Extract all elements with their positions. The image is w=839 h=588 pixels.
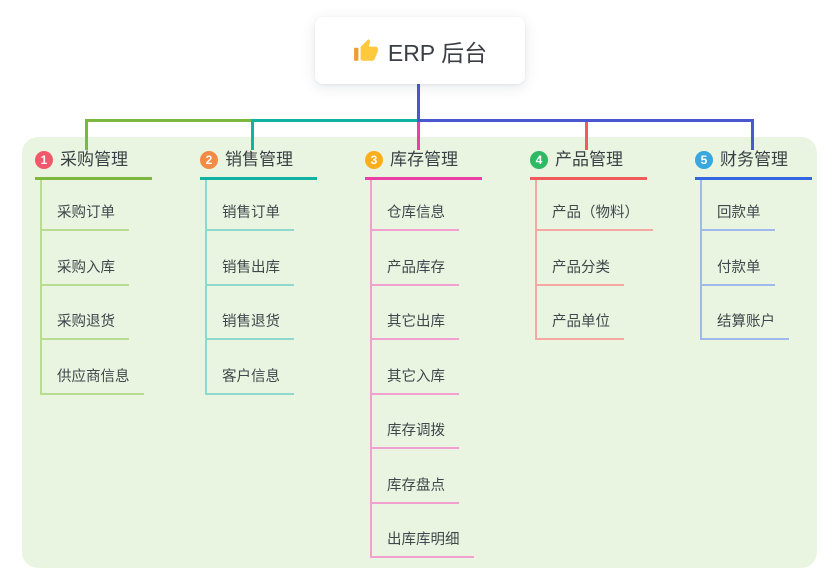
branch-label: 财务管理 — [720, 150, 788, 169]
child-label: 付款单 — [717, 259, 761, 276]
child-label: 产品分类 — [552, 259, 610, 276]
child-label: 销售退货 — [222, 314, 280, 330]
canvas-panel — [22, 137, 817, 568]
branch-label: 库存管理 — [390, 150, 458, 169]
child-node[interactable]: 供应商信息 — [40, 367, 144, 395]
child-node[interactable]: 回款单 — [700, 203, 775, 231]
child-node[interactable]: 销售订单 — [205, 203, 294, 231]
child-node[interactable]: 出库库明细 — [370, 530, 474, 558]
child-node[interactable]: 客户信息 — [205, 367, 294, 395]
child-node[interactable]: 产品分类 — [535, 258, 624, 286]
child-node[interactable]: 付款单 — [700, 258, 775, 286]
child-node[interactable]: 产品库存 — [370, 258, 459, 286]
child-label: 销售订单 — [222, 205, 280, 221]
child-node[interactable]: 采购订单 — [40, 203, 129, 231]
child-node[interactable]: 采购退货 — [40, 312, 129, 340]
child-label: 库存调拨 — [387, 423, 445, 439]
branch-node[interactable]: 3 库存管理 — [365, 149, 482, 180]
child-label: 客户信息 — [222, 368, 280, 385]
root-stem-line — [417, 84, 420, 122]
branch-trunk-line — [700, 178, 702, 340]
child-label: 供应商信息 — [57, 368, 130, 385]
child-node[interactable]: 其它出库 — [370, 312, 459, 340]
child-label: 采购退货 — [57, 314, 115, 330]
child-label: 销售出库 — [222, 259, 280, 276]
branch-trunk-line — [370, 178, 372, 558]
child-node[interactable]: 销售退货 — [205, 312, 294, 340]
connector-segment-green — [85, 119, 253, 122]
branch-number-badge: 1 — [35, 151, 53, 169]
child-label: 仓库信息 — [387, 205, 445, 221]
child-node[interactable]: 仓库信息 — [370, 203, 459, 231]
child-label: 采购入库 — [57, 259, 115, 276]
child-node[interactable]: 库存盘点 — [370, 476, 459, 504]
branch-drop-line — [251, 119, 254, 150]
child-label: 采购订单 — [57, 205, 115, 221]
root-title: ERP 后台 — [387, 39, 488, 66]
branch-drop-line — [85, 119, 88, 150]
branch-node[interactable]: 4 产品管理 — [530, 149, 647, 180]
child-label: 出库库明细 — [387, 532, 460, 548]
branch-label: 销售管理 — [225, 150, 293, 169]
branch-number-badge: 4 — [530, 151, 548, 169]
branch-number-badge: 3 — [365, 151, 383, 169]
child-label: 结算账户 — [717, 314, 775, 330]
child-node[interactable]: 产品单位 — [535, 312, 624, 340]
branch-number-badge: 5 — [695, 151, 713, 169]
child-label: 产品库存 — [387, 259, 445, 276]
branch-node[interactable]: 1 采购管理 — [35, 149, 152, 180]
child-label: 回款单 — [717, 205, 761, 221]
child-node[interactable]: 产品（物料） — [535, 203, 653, 231]
connector-segment-blue — [417, 119, 754, 122]
root-node[interactable]: ERP 后台 — [315, 17, 525, 84]
child-label: 产品（物料） — [552, 205, 639, 221]
branch-drop-line — [751, 119, 754, 150]
branch-node[interactable]: 5 财务管理 — [695, 149, 812, 180]
thumbs-up-icon — [353, 38, 379, 64]
child-label: 产品单位 — [552, 314, 610, 330]
child-label: 其它出库 — [387, 314, 445, 330]
child-node[interactable]: 采购入库 — [40, 258, 129, 286]
child-node[interactable]: 库存调拨 — [370, 421, 459, 449]
connector-segment-teal — [251, 119, 420, 122]
branch-drop-line — [585, 119, 588, 150]
branch-label: 产品管理 — [555, 150, 623, 169]
child-node[interactable]: 其它入库 — [370, 367, 459, 395]
child-label: 库存盘点 — [387, 477, 445, 494]
branch-trunk-line — [535, 178, 537, 340]
branch-trunk-line — [40, 178, 42, 395]
branch-drop-line — [417, 119, 420, 150]
branch-label: 采购管理 — [60, 150, 128, 169]
child-label: 其它入库 — [387, 368, 445, 385]
child-node[interactable]: 结算账户 — [700, 312, 789, 340]
branch-number-badge: 2 — [200, 151, 218, 169]
branch-node[interactable]: 2 销售管理 — [200, 149, 317, 180]
branch-trunk-line — [205, 178, 207, 395]
child-node[interactable]: 销售出库 — [205, 258, 294, 286]
